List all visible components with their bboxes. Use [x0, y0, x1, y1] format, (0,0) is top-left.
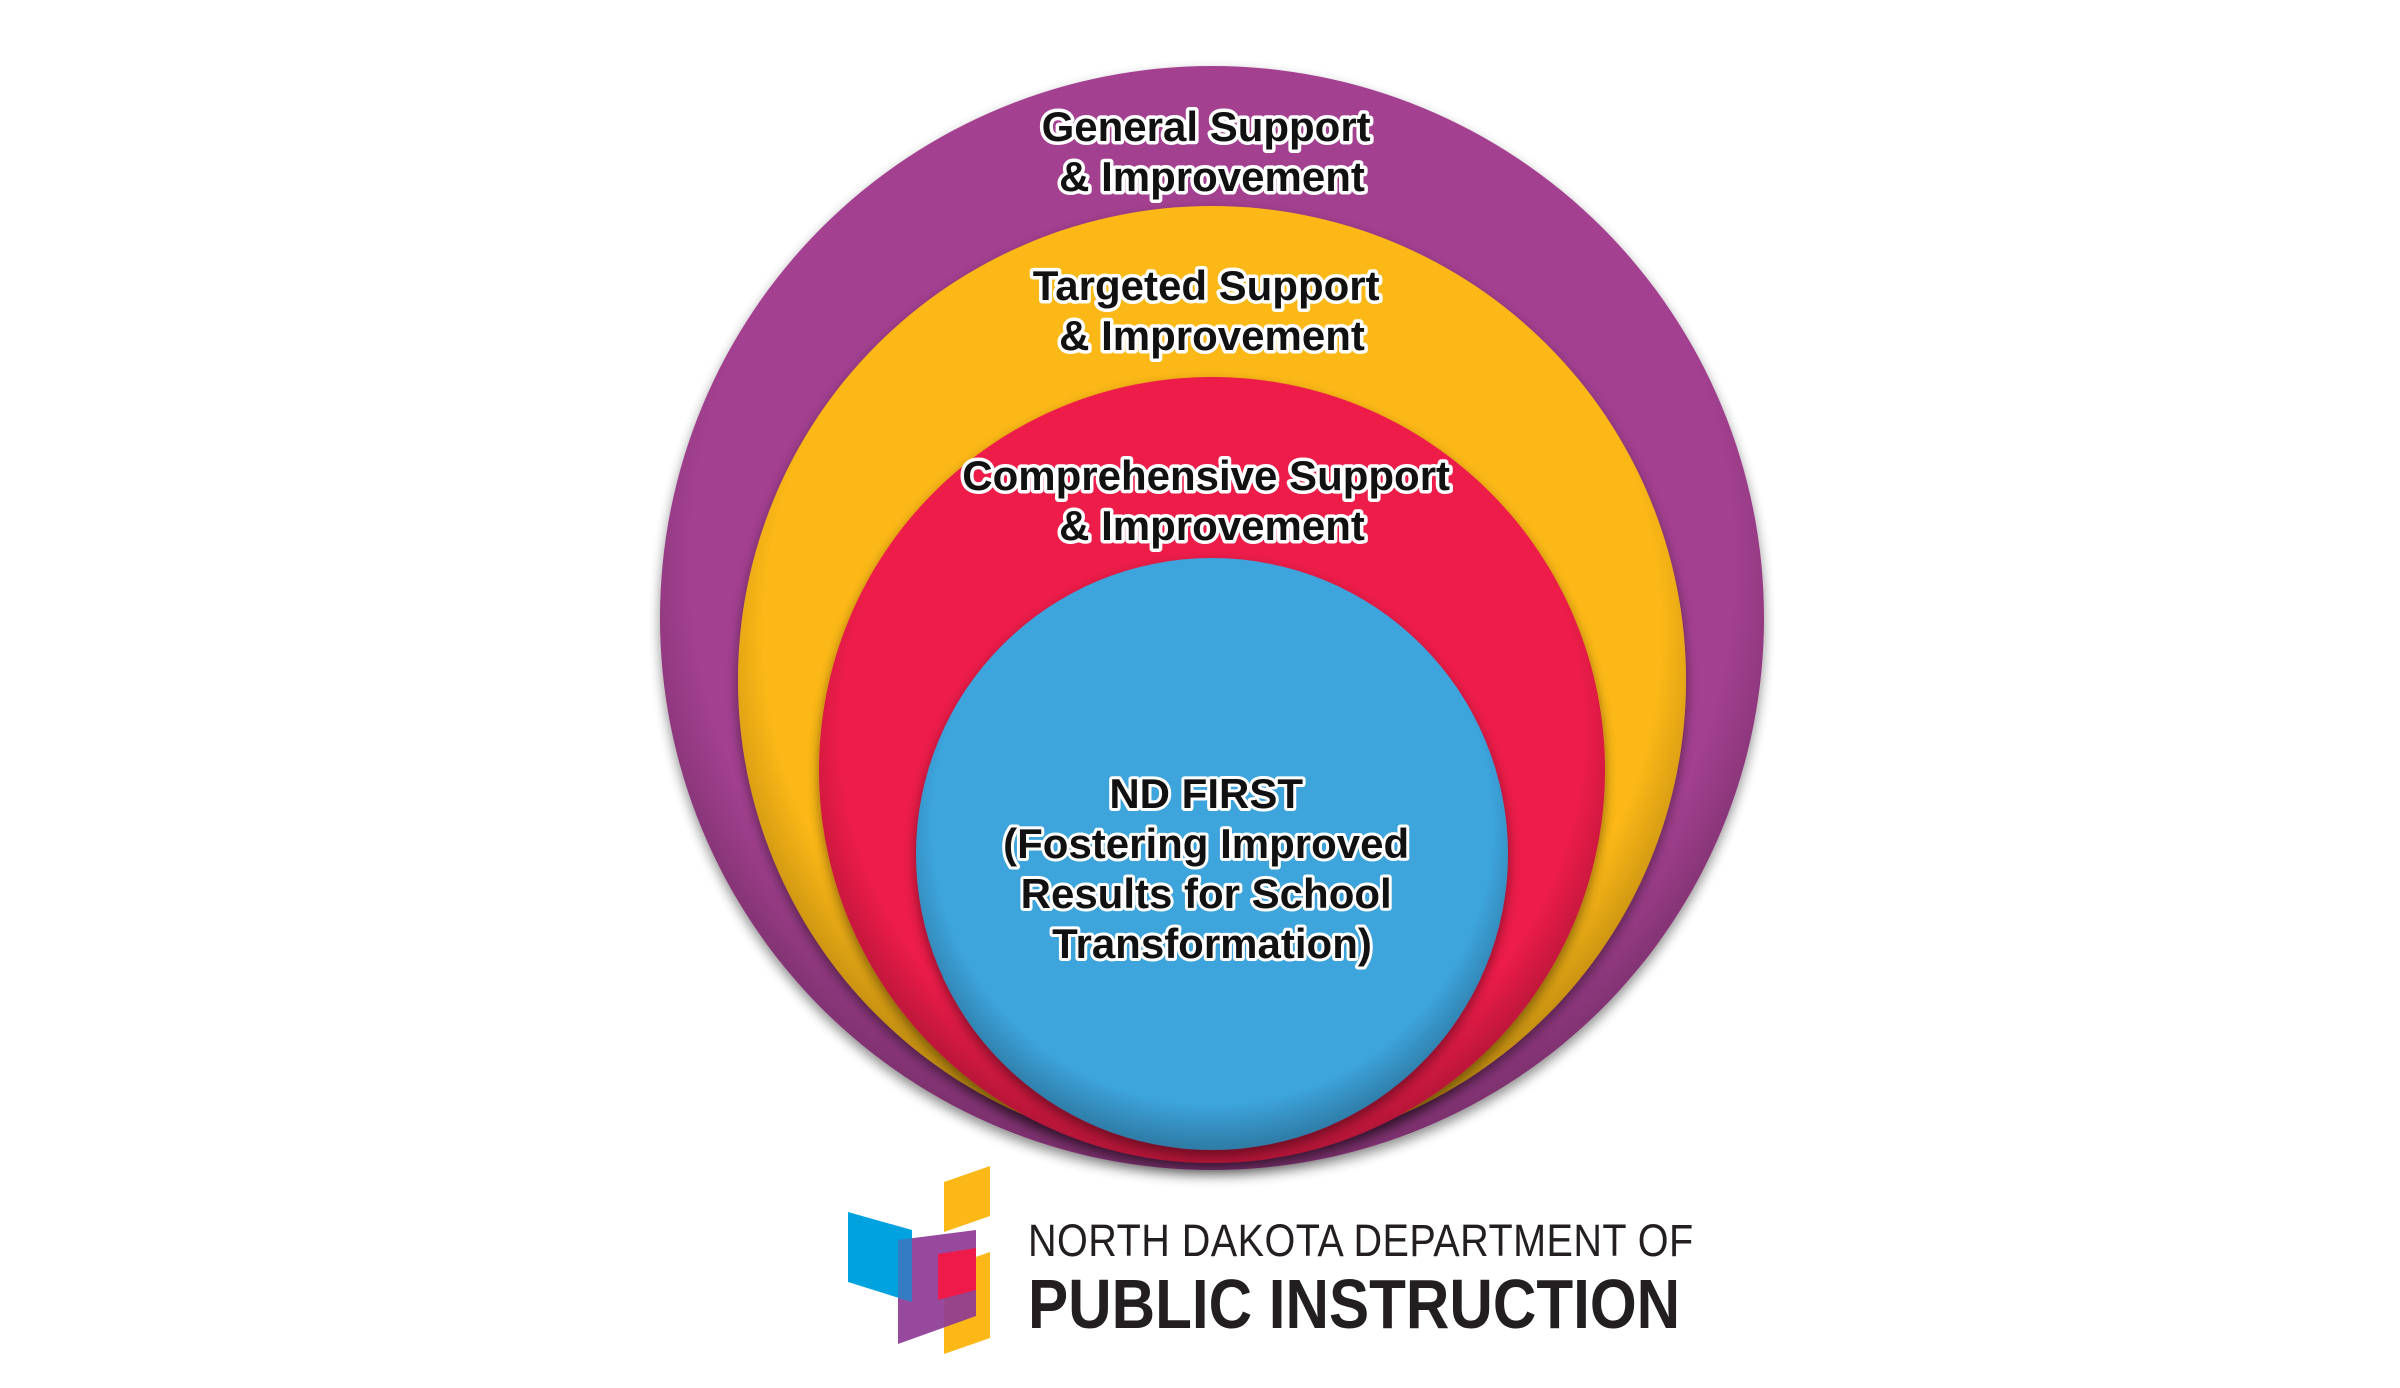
- ndpi-logo-icon: [848, 1166, 990, 1354]
- nd-first-core: ND FIRST (Fostering Improved Results for…: [916, 558, 1508, 1150]
- logo-red-block: [938, 1248, 976, 1300]
- core-label-line-1: ND FIRST: [1109, 770, 1303, 817]
- core-circle-bevel: [916, 558, 1508, 1150]
- comprehensive-ring-label: Comprehensive Support & Improvement: [962, 452, 1461, 549]
- targeted-label-line-2: & Improvement: [1059, 312, 1365, 359]
- comprehensive-label-line-1: Comprehensive Support: [962, 452, 1450, 499]
- core-label-line-3: Results for School: [1021, 870, 1392, 917]
- logo-line-public-instruction: Public Instruction: [1028, 1265, 1681, 1343]
- logo-blue-overlap: [898, 1238, 912, 1302]
- logo-line-department: North Dakota Department of: [1028, 1215, 1694, 1266]
- general-label-line-2: & Improvement: [1059, 153, 1365, 200]
- comprehensive-label-line-2: & Improvement: [1059, 502, 1365, 549]
- logo-yellow-top-block: [944, 1166, 990, 1232]
- core-label: ND FIRST (Fostering Improved Results for…: [1003, 770, 1421, 967]
- logo-blue-block: [848, 1212, 912, 1302]
- core-label-line-2: (Fostering Improved: [1003, 820, 1409, 867]
- general-ring-label: General Support & Improvement: [1042, 103, 1383, 200]
- targeted-ring-label: Targeted Support & Improvement: [1033, 262, 1392, 359]
- general-label-line-1: General Support: [1042, 103, 1371, 150]
- core-label-line-4: Transformation): [1052, 920, 1372, 967]
- targeted-label-line-1: Targeted Support: [1033, 262, 1380, 309]
- ndpi-logo-wordmark: North Dakota Department of Public Instru…: [1028, 1218, 1786, 1339]
